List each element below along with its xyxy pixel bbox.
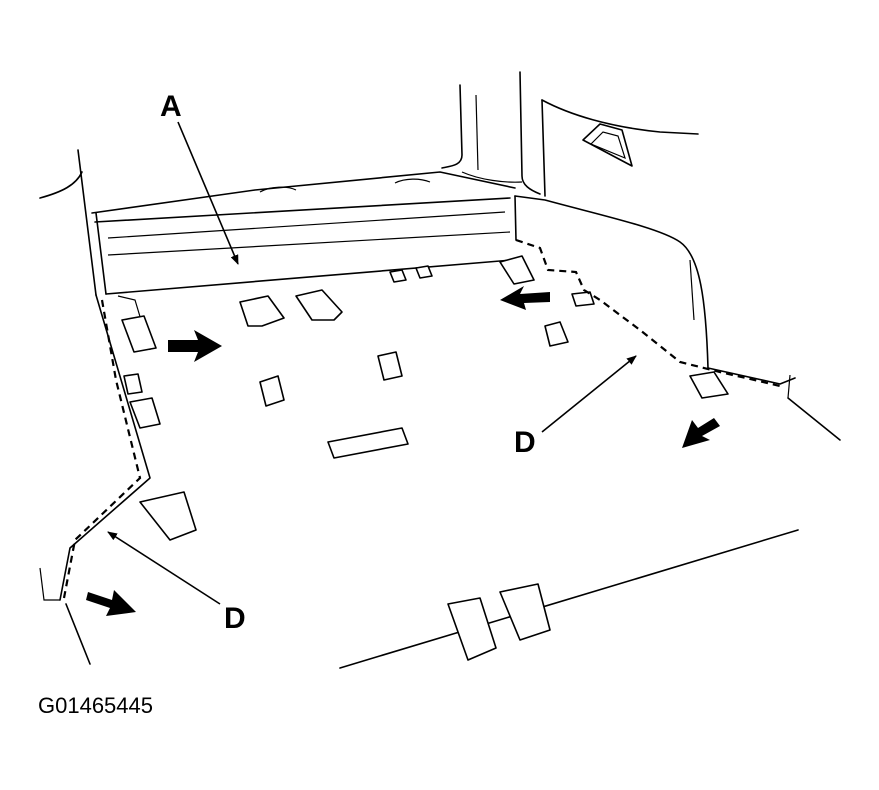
floor-clip [121,315,157,353]
floor-clip [239,295,285,327]
floor-clip [499,255,535,285]
leader-lines [107,121,637,605]
side-trim-d [62,238,781,599]
floor-clip [139,491,197,541]
direction-arrows [86,286,720,616]
floor-clip [377,351,403,381]
callout-label-d-right: D [514,426,536,459]
floor-clip [327,427,409,459]
floor-clip [129,397,161,429]
leader-line-a [177,121,239,265]
vehicle-body-outline [39,71,841,669]
direction-arrow [500,286,550,310]
leader-line-d-right [541,355,637,433]
floor-clip [123,373,143,395]
floor-clip [415,265,433,279]
direction-arrow [86,590,136,616]
floor-clip [544,321,569,347]
floor-panel-a [117,255,729,661]
figure-id: G01465445 [38,693,153,718]
callout-label-d-left: D [224,602,246,635]
leader-line-d-left [107,531,221,605]
floor-clip [571,291,595,307]
floor-clip [499,583,551,641]
floor-clip [389,269,407,283]
floor-clip [259,375,285,407]
floor-clip [447,597,497,661]
floor-clip [295,289,343,321]
direction-arrow [168,330,222,362]
direction-arrow [682,418,720,448]
callout-label-a: A [160,90,182,123]
floor-clip [689,371,729,399]
